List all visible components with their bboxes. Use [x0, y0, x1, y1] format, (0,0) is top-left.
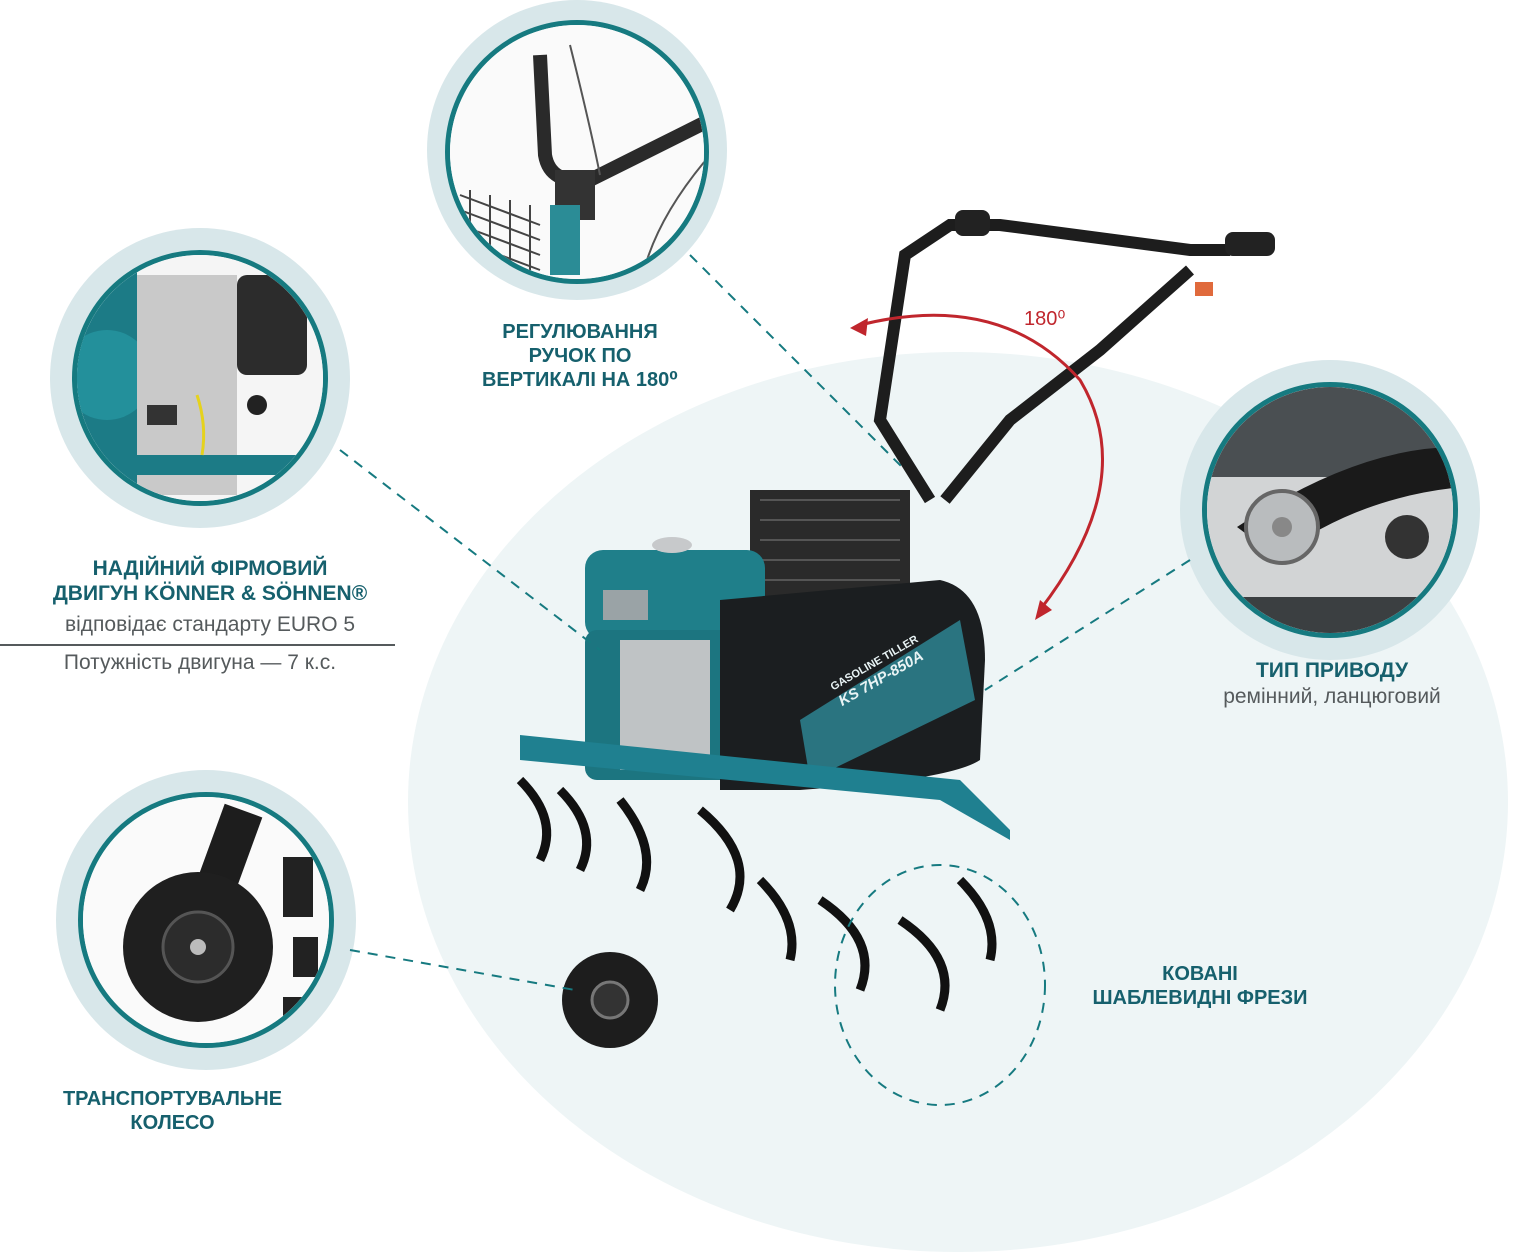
engine-divider	[0, 644, 395, 646]
callout-handle-line3: ВЕРТИКАЛІ НА 180⁰	[481, 369, 679, 391]
callout-tillers-line1: КОВАНІ	[1162, 963, 1238, 985]
callout-wheel-line2: КОЛЕСО	[130, 1112, 215, 1134]
zoom-engine-circle	[50, 228, 350, 528]
zoom-drive-circle	[1180, 360, 1480, 660]
callout-engine-line2: ДВИГУН KÖNNER & SÖHNEN®	[52, 582, 368, 606]
callout-drive-title: ТИП ПРИВОДУ	[1255, 659, 1409, 682]
callout-wheel-line1: ТРАНСПОРТУВАЛЬНЕ	[62, 1088, 283, 1110]
wheel-detail-image	[83, 797, 329, 1043]
callout-wheel: ТРАНСПОРТУВАЛЬНЕ КОЛЕСО	[0, 1087, 345, 1135]
callout-handle-line2: РУЧОК ПО	[528, 345, 632, 367]
callout-engine-title: НАДІЙНИЙ ФІРМОВИЙ ДВИГУН KÖNNER & SÖHNEN…	[0, 556, 420, 606]
callout-drive-subtitle: ремінний, ланцюговий	[1223, 685, 1441, 708]
engine-detail-image	[77, 255, 323, 501]
zoom-handle-circle	[427, 0, 727, 300]
callout-engine-line1: НАДІЙНИЙ ФІРМОВИЙ	[92, 557, 328, 580]
tiller-illustration	[339, 210, 1275, 1106]
zoom-wheel-circle	[56, 770, 356, 1070]
callout-engine-subtitle: відповідає стандарту EURO 5	[64, 613, 356, 636]
handle-detail-image	[450, 25, 704, 279]
callout-tillers: КОВАНІ ШАБЛЕВИДНІ ФРЕЗИ	[1040, 962, 1360, 1010]
callout-engine-power: Потужність двигуна — 7 к.с.	[63, 651, 337, 674]
rotation-angle-label: 180⁰	[1024, 308, 1066, 330]
callout-handle-line1: РЕГУЛЮВАННЯ	[502, 321, 658, 343]
callout-tillers-line2: ШАБЛЕВИДНІ ФРЕЗИ	[1092, 987, 1308, 1009]
callout-handle: РЕГУЛЮВАННЯ РУЧОК ПО ВЕРТИКАЛІ НА 180⁰	[420, 320, 740, 392]
